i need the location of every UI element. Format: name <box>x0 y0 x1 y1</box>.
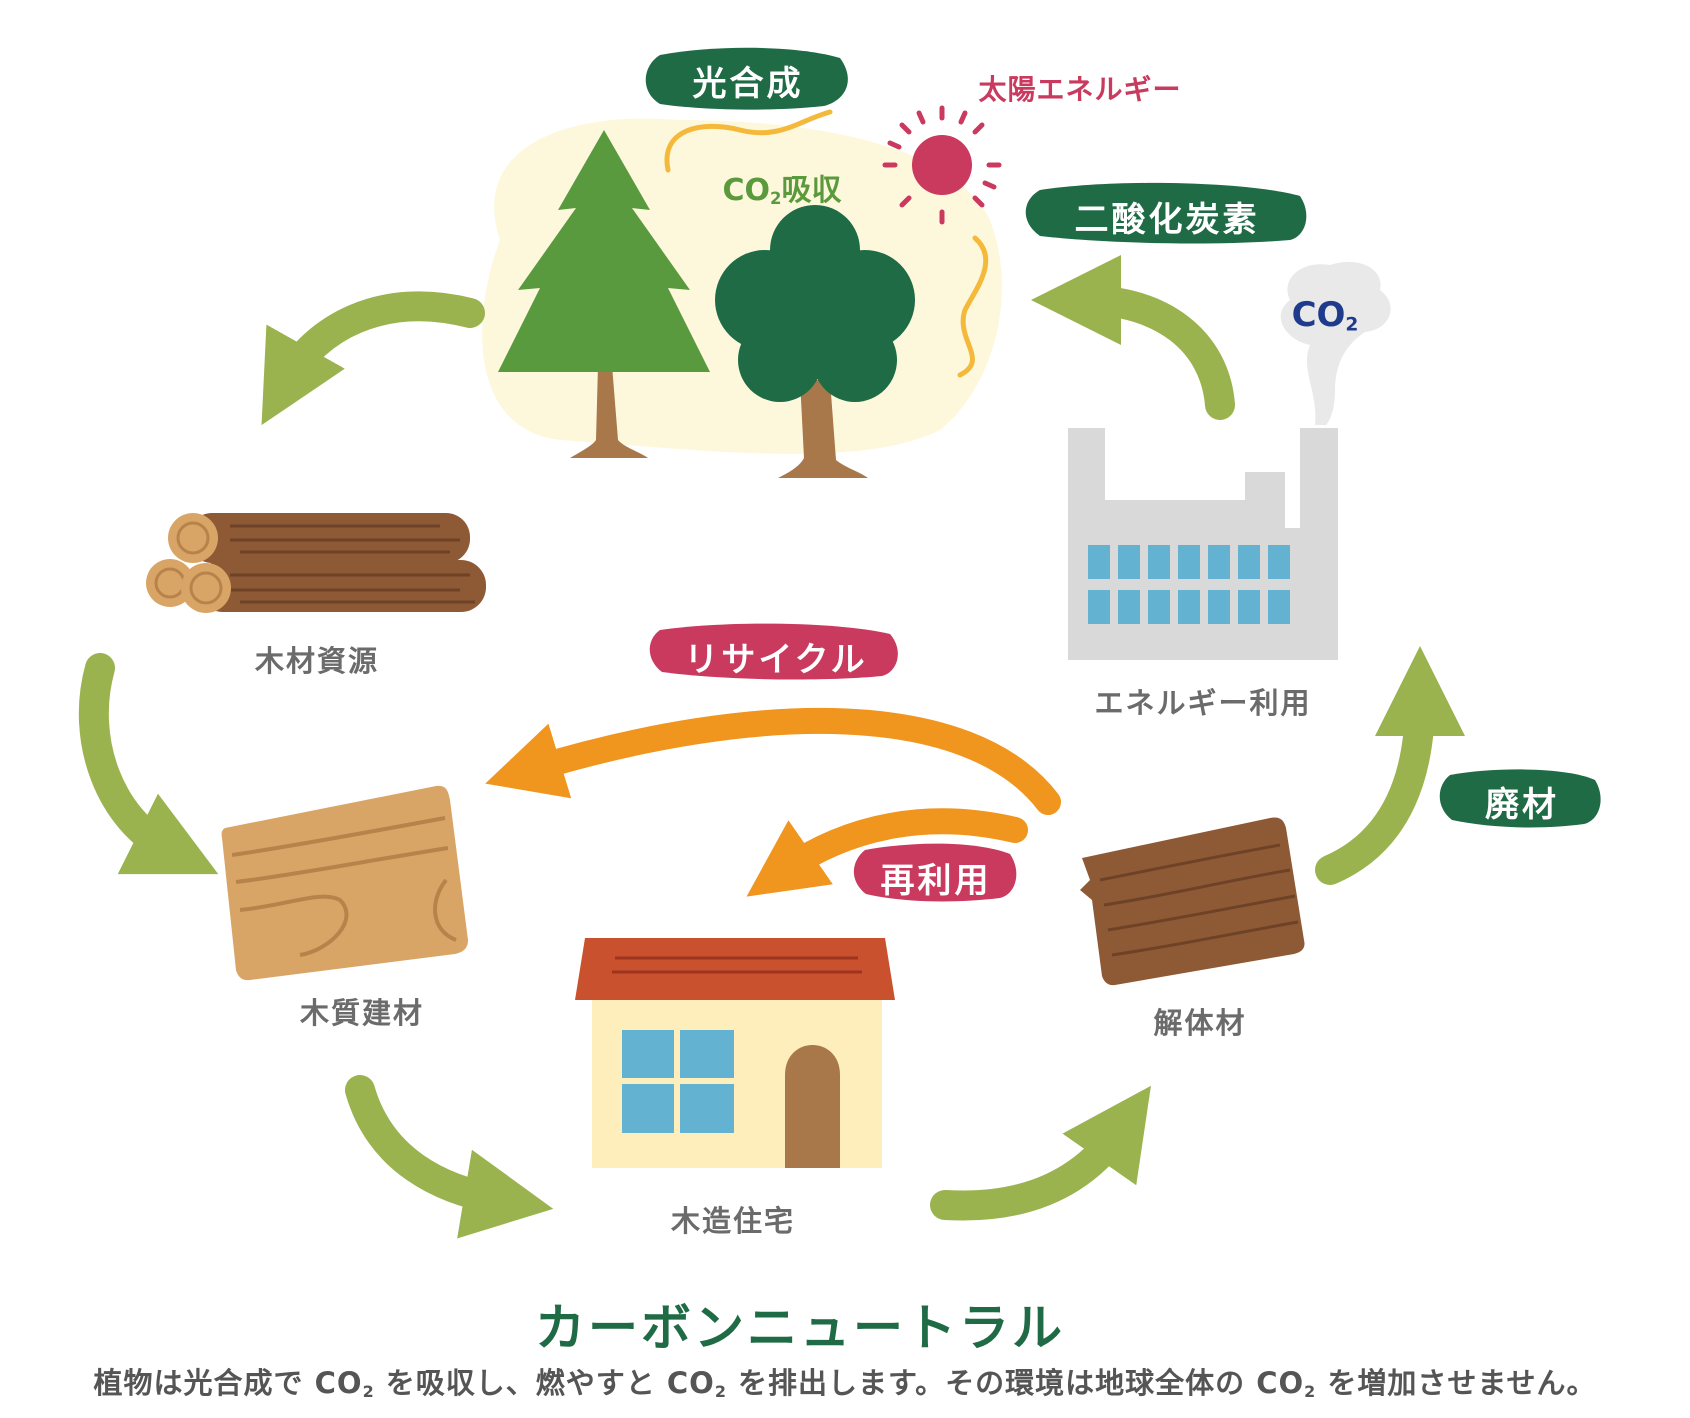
carbon-dioxide-pill <box>1025 182 1307 244</box>
arrow-timber-to-building-material <box>78 653 219 875</box>
diagram-caption: 植物は光合成で CO2 を吸収し、燃やすと CO2 を排出します。その環境は地球… <box>93 1366 1597 1401</box>
house-icon <box>575 938 895 1168</box>
timber-resource-label: 木材資源 <box>254 644 380 678</box>
co2-absorption-label: CO2吸収 <box>722 173 842 209</box>
arrow-reuse <box>746 808 1028 897</box>
photosynthesis-label: 光合成 <box>692 64 804 104</box>
conifer-tree-icon <box>498 130 710 458</box>
waste-material-label: 廃材 <box>1485 785 1559 825</box>
carbon-dioxide-label: 二酸化炭素 <box>1074 200 1260 240</box>
sun-icon <box>882 105 1002 225</box>
wood-building-material-label: 木質建材 <box>299 996 425 1030</box>
smoke-icon <box>1280 261 1391 425</box>
recycle-pill <box>649 623 898 680</box>
reuse-label: 再利用 <box>880 861 992 901</box>
reuse-pill <box>853 843 1017 902</box>
arrow-energy-to-atmosphere <box>1031 255 1235 420</box>
demolished-wood-icon <box>1080 817 1305 986</box>
energy-use-label: エネルギー利用 <box>1094 686 1312 720</box>
solar-energy-label: 太陽エネルギー <box>978 73 1182 106</box>
photosynthesis-pill <box>645 47 848 110</box>
diagram-title: カーボンニュートラル <box>535 1299 1065 1357</box>
log-pile-icon <box>146 513 486 613</box>
waste-material-pill <box>1439 769 1601 828</box>
photosynthesis-squiggle <box>664 109 833 173</box>
recycle-label: リサイクル <box>684 640 868 680</box>
wooden-house-label: 木造住宅 <box>670 1204 796 1238</box>
arrow-recycle <box>485 707 1061 815</box>
broadleaf-tree-icon <box>715 205 915 478</box>
co2-squiggle <box>957 235 989 378</box>
co2-smoke-label: CO2 <box>1291 295 1359 336</box>
wood-plank-icon <box>221 785 468 981</box>
factory-icon <box>1068 428 1338 660</box>
demolition-material-label: 解体材 <box>1153 1006 1247 1040</box>
arrow-house-to-demolition <box>930 1085 1151 1221</box>
arrow-building-material-to-house <box>345 1075 554 1239</box>
arrow-forest-to-timber <box>261 291 485 426</box>
arrow-demolition-to-energy <box>1315 646 1465 885</box>
